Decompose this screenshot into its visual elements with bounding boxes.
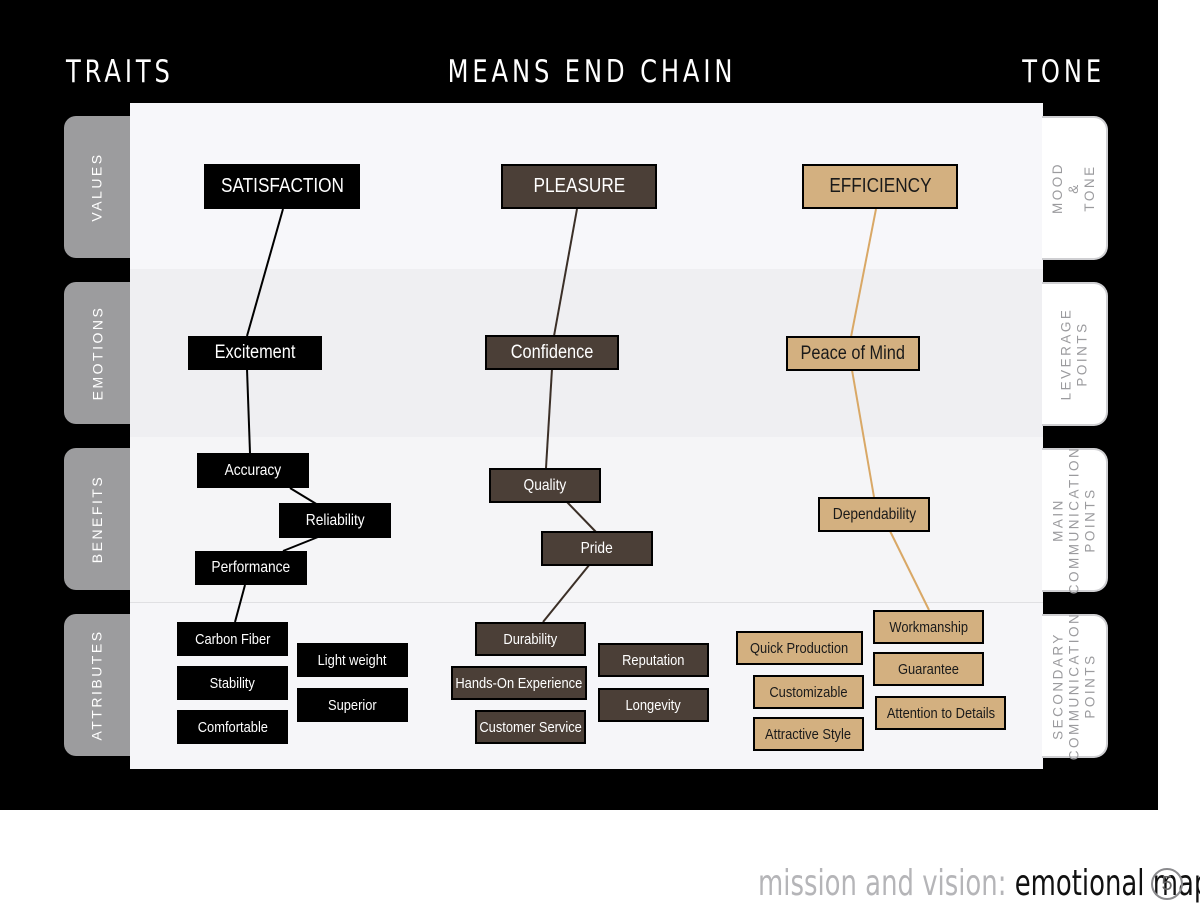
attribute-label-stability: Stability (209, 674, 256, 692)
pride-to-durability-line (542, 563, 591, 623)
benefit-label-performance: Performance (211, 559, 291, 576)
value-label-satisfaction: SATISFACTION (220, 175, 344, 197)
footer-title: mission and vision: emotional map (758, 862, 1200, 906)
row-tab-emotions: EMOTIONS (64, 282, 130, 424)
attribute-label-carbon-fiber: Carbon Fiber (194, 630, 271, 648)
tone-tab-secondary-communication: SECONDARY COMMUNICATION POINTS (1042, 612, 1108, 760)
attribute-box-quick-production: Quick Production (736, 631, 863, 665)
emotion-label-excitement: Excitement (214, 342, 296, 363)
emotion-box-peace-of-mind: Peace of Mind (786, 336, 920, 371)
excitement-to-accuracy-line (246, 368, 251, 454)
attribute-box-customizable: Customizable (753, 675, 864, 709)
attribute-label-light-weight: Light weight (318, 651, 387, 669)
row-tab-attributes: ATTRIBUTES (64, 614, 130, 756)
attribute-box-light-weight: Light weight (297, 643, 408, 677)
attribute-box-customer-service: Customer Service (475, 710, 586, 744)
quality-to-pride-line (566, 501, 597, 533)
benefit-box-pride: Pride (541, 531, 653, 566)
benefit-box-quality: Quality (489, 468, 601, 503)
attribute-label-longevity: Longevity (625, 696, 682, 714)
efficiency-chain-lines (850, 208, 930, 611)
accuracy-to-reliability-line (289, 487, 319, 506)
row-tab-values: VALUES (64, 116, 130, 258)
emotion-box-confidence: Confidence (485, 335, 619, 370)
page-number-badge: 5 (1151, 868, 1183, 900)
attribute-box-guarantee: Guarantee (873, 652, 984, 686)
attribute-box-durability: Durability (475, 622, 586, 656)
footer-title-light: mission and vision: (758, 863, 1007, 904)
attribute-label-customizable: Customizable (769, 683, 848, 701)
attribute-label-guarantee: Guarantee (898, 660, 959, 678)
benefit-label-reliability: Reliability (305, 511, 365, 529)
attribute-box-reputation: Reputation (598, 643, 709, 677)
value-label-efficiency: EFFICIENCY (828, 175, 932, 197)
satisfaction-to-excitement-line (246, 208, 284, 337)
attribute-box-stability: Stability (177, 666, 288, 700)
attribute-box-hands-on-experience: Hands-On Experience (451, 666, 587, 700)
attribute-box-attractive-style: Attractive Style (753, 717, 864, 751)
attribute-label-durability: Durability (503, 630, 558, 648)
benefit-box-reliability: Reliability (279, 503, 391, 538)
value-box-efficiency: EFFICIENCY (802, 164, 958, 209)
benefit-label-pride: Pride (580, 539, 614, 557)
attribute-label-reputation: Reputation (622, 651, 685, 669)
satisfaction-chain-lines (234, 208, 319, 623)
attribute-label-attention-to-details: Attention to Details (886, 704, 995, 722)
tone-tab-leverage: LEVERAGE POINTS (1042, 282, 1108, 426)
peace-of-mind-to-dependability-line (851, 369, 875, 498)
benefit-label-accuracy: Accuracy (224, 461, 282, 479)
tone-tab-mood: MOOD & TONE (1042, 116, 1108, 260)
attribute-box-superior: Superior (297, 688, 408, 722)
efficiency-to-peace-of-mind-line (850, 208, 877, 338)
tone-tab-main-communication: MAIN COMMUNICATION POINTS (1042, 446, 1108, 594)
value-box-satisfaction: SATISFACTION (204, 164, 360, 209)
reliability-to-performance-line (282, 536, 319, 552)
attribute-box-attention-to-details: Attention to Details (875, 696, 1006, 730)
row-tab-benefits: BENEFITS (64, 448, 130, 590)
emotion-box-excitement: Excitement (188, 336, 322, 370)
value-label-pleasure: PLEASURE (533, 175, 625, 197)
page-number: 5 (1161, 872, 1173, 895)
tone-header: TONE (1022, 54, 1105, 90)
benefit-box-accuracy: Accuracy (197, 453, 309, 488)
attribute-box-longevity: Longevity (598, 688, 709, 722)
attribute-box-workmanship: Workmanship (873, 610, 984, 644)
attribute-label-hands-on-experience: Hands-On Experience (455, 674, 583, 692)
traits-header: TRAITS (66, 54, 174, 90)
emotion-label-peace-of-mind: Peace of Mind (800, 342, 906, 364)
attribute-box-comfortable: Comfortable (177, 710, 288, 744)
dependability-to-workmanship-line (889, 530, 930, 611)
attribute-box-carbon-fiber: Carbon Fiber (177, 622, 288, 656)
benefit-box-dependability: Dependability (818, 497, 930, 532)
pleasure-chain-lines (542, 208, 597, 623)
confidence-to-quality-line (545, 368, 553, 469)
attribute-label-superior: Superior (328, 696, 377, 714)
means-end-chain-header: MEANS END CHAIN (447, 54, 737, 90)
performance-to-carbon-fiber-line (234, 584, 246, 623)
value-box-pleasure: PLEASURE (501, 164, 657, 209)
emotion-label-confidence: Confidence (510, 341, 594, 363)
benefit-box-performance: Performance (195, 551, 307, 585)
pleasure-to-confidence-line (553, 208, 578, 337)
attribute-label-quick-production: Quick Production (750, 639, 849, 657)
benefit-label-quality: Quality (523, 476, 567, 494)
attribute-label-customer-service: Customer Service (479, 718, 582, 736)
benefit-label-dependability: Dependability (832, 505, 916, 523)
attribute-label-attractive-style: Attractive Style (765, 725, 852, 743)
attribute-label-comfortable: Comfortable (197, 718, 268, 736)
attribute-label-workmanship: Workmanship (889, 618, 968, 636)
